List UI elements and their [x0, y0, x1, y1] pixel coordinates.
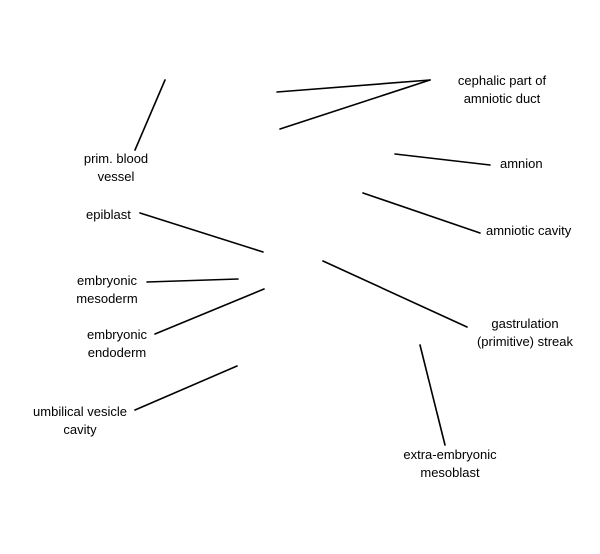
label-line: amniotic duct [463, 91, 541, 106]
label-line: mesoblast [420, 465, 480, 480]
label-line: amniotic cavity [486, 223, 572, 238]
label-line: vessel [97, 169, 135, 184]
leader-gastrulation-streak [322, 260, 468, 328]
label-amniotic-cavity: amniotic cavity [486, 222, 571, 240]
label-extra-embryonic-mesoblast: extra-embryonic mesoblast [390, 446, 510, 482]
label-line: (primitive) streak [476, 334, 574, 349]
label-line: cavity [63, 422, 97, 437]
leader-epiblast [139, 212, 264, 253]
label-line: umbilical vesicle [33, 404, 127, 419]
leader-amnion [394, 153, 491, 166]
label-line: prim. blood [83, 151, 149, 166]
label-line: epiblast [86, 207, 131, 222]
label-line: amnion [500, 156, 543, 171]
label-line: gastrulation [491, 316, 559, 331]
label-umbilical-vesicle-cavity: umbilical vesicle cavity [18, 403, 142, 439]
label-epiblast: epiblast [86, 206, 131, 224]
label-prim-blood-vessel: prim. blood vessel [66, 150, 166, 186]
leader-cephalic-duct-upper [276, 79, 431, 93]
label-amnion: amnion [500, 155, 543, 173]
leader-embryonic-endoderm [154, 288, 265, 335]
label-embryonic-endoderm: embryonic endoderm [70, 326, 164, 362]
label-gastrulation-streak: gastrulation (primitive) streak [465, 315, 585, 351]
leader-amniotic-cavity [362, 192, 481, 234]
label-line: endoderm [87, 345, 147, 360]
leader-umbilical-vesicle-cavity [134, 365, 238, 411]
label-line: embryonic [77, 273, 137, 288]
label-line: embryonic [87, 327, 147, 342]
label-line: mesoderm [76, 291, 138, 306]
label-embryonic-mesoderm: embryonic mesoderm [60, 272, 154, 308]
leader-extra-embryonic-mesoblast [419, 344, 446, 446]
label-line: extra-embryonic [403, 447, 497, 462]
label-line: cephalic part of [457, 73, 547, 88]
label-cephalic-part-of-amniotic-duct: cephalic part of amniotic duct [432, 72, 572, 108]
leader-embryonic-mesoderm [146, 278, 239, 283]
leader-prim-blood-vessel [134, 79, 166, 151]
leader-cephalic-duct-lower [279, 79, 431, 130]
